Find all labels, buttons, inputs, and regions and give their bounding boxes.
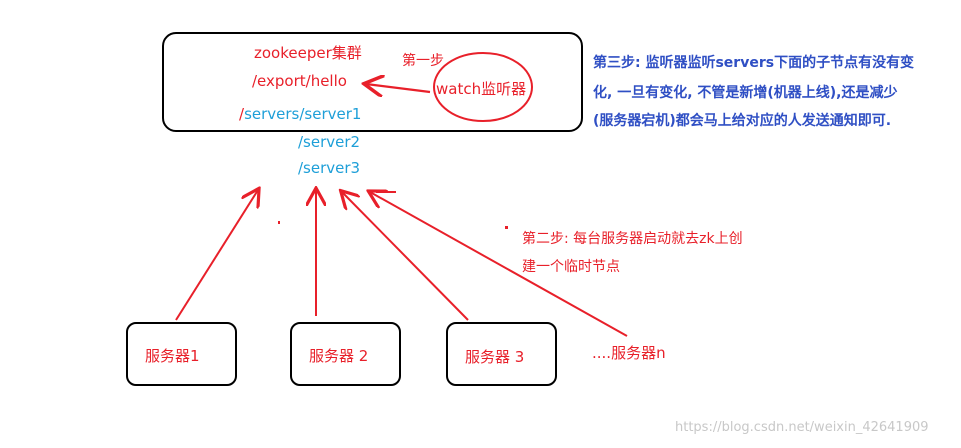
- step1-label: 第一步: [402, 53, 444, 69]
- server3-arrow: [342, 192, 469, 321]
- server3-label: 服务器 3: [465, 348, 525, 366]
- dot-mark: [505, 226, 508, 229]
- server1-arrow: [175, 190, 258, 321]
- server1-box: [126, 322, 237, 386]
- step3-line2: 化, 一旦有变化, 不管是新增(机器上线),还是减少: [593, 85, 898, 101]
- server1-label: 服务器1: [145, 347, 200, 365]
- node-server2: /server2: [298, 133, 361, 151]
- servern-arrow: [370, 192, 628, 337]
- watch-circle: [433, 52, 533, 122]
- node-server3: /server3: [298, 159, 361, 177]
- watch-listener-label: watch监听器: [436, 80, 527, 98]
- server3-box: [446, 322, 557, 386]
- node-servers-server1: /servers/server1: [239, 105, 361, 123]
- node-servers-path: servers/server1: [244, 105, 362, 123]
- watermark: https://blog.csdn.net/weixin_42641909: [675, 420, 929, 435]
- zookeeper-title: zookeeper集群: [254, 44, 362, 62]
- step2-line1: 第二步: 每台服务器启动就去zk上创: [522, 231, 743, 247]
- node-servers-prefix: /: [239, 105, 245, 123]
- server2-box: [290, 322, 401, 386]
- node-export-hello: /export/hello: [252, 72, 347, 90]
- step3-line3: (服务器宕机)都会马上给对应的人发送通知即可.: [593, 113, 892, 129]
- step2-line2: 建一个临时节点: [522, 259, 620, 275]
- step3-line1: 第三步: 监听器监听servers下面的子节点有没有变: [593, 55, 915, 71]
- zookeeper-cluster-box: [162, 32, 583, 132]
- dot-mark: [278, 221, 280, 224]
- servern-label: ....服务器n: [592, 344, 666, 362]
- step1-arrow: [366, 84, 431, 92]
- server2-label: 服务器 2: [309, 347, 369, 365]
